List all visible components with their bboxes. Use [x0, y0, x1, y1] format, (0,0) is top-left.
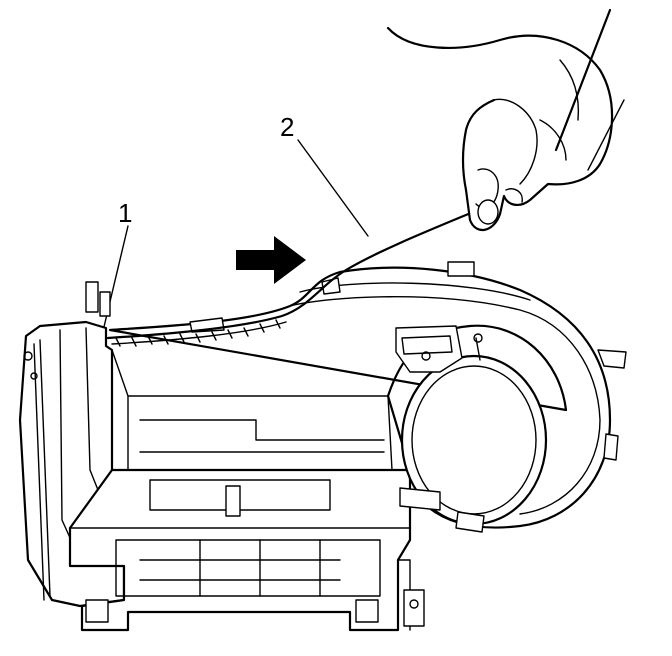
right-arrow-icon [236, 236, 306, 284]
foam-seal-strip [106, 208, 480, 340]
leader-line-2 [297, 139, 369, 237]
hand-illustration [386, 8, 625, 231]
callout-label-1: 1 [118, 198, 132, 228]
hvac-housing [18, 261, 627, 632]
callout-label-2: 2 [280, 112, 294, 142]
